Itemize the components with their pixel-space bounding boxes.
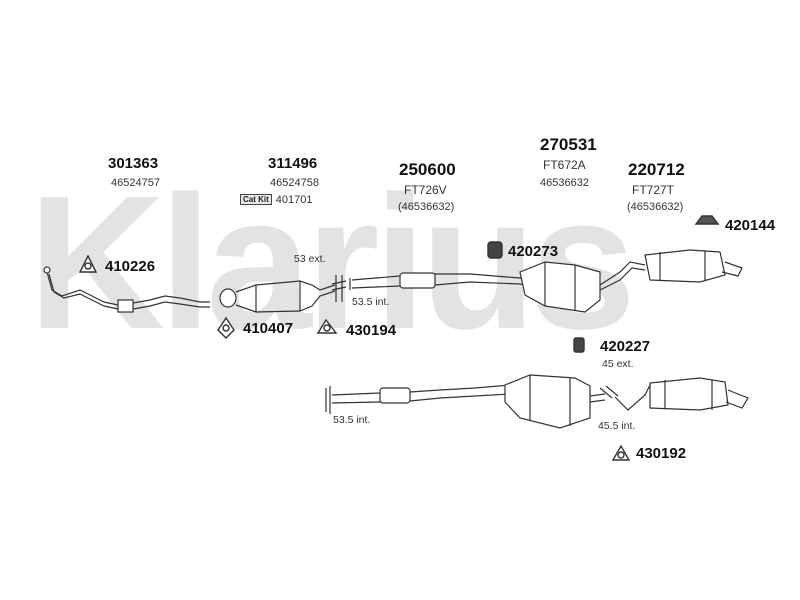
oem-ref: 46524757 — [111, 177, 160, 189]
fitting-code: 420144 — [725, 217, 776, 234]
fitting-code: 430194 — [346, 322, 397, 339]
oem-ref-2: (46536632) — [398, 201, 455, 213]
dimension-label: 53 ext. — [294, 253, 326, 265]
dimension-label: 53.5 int. — [352, 296, 390, 308]
dimension-label: 45 ext. — [602, 358, 634, 370]
part-code: 270531 — [540, 135, 597, 154]
part-code: 220712 — [628, 160, 685, 179]
part-code: 311496 — [268, 155, 318, 172]
clamp-icon — [611, 444, 631, 461]
rubber-mount-icon — [487, 241, 503, 259]
fitting-code: 410226 — [105, 258, 156, 275]
fitting-code: 410407 — [243, 320, 294, 337]
lower-assembly-drawing — [325, 374, 749, 429]
part-code: 250600 — [399, 160, 456, 179]
dimension-markers-top — [331, 275, 347, 302]
cat-kit-badge: Cat Kit — [240, 194, 272, 205]
oem-ref: FT727T — [632, 183, 675, 197]
rubber-mount-icon — [573, 337, 585, 353]
dimension-label: 45.5 int. — [598, 420, 636, 432]
fitting-code: 420273 — [508, 243, 559, 260]
rear-silencer-drawing — [644, 249, 743, 283]
center-pipe-drawing — [349, 272, 541, 290]
clamp-icon — [316, 318, 338, 334]
fitting-code: 420227 — [600, 338, 651, 355]
part-code: 301363 — [108, 155, 159, 172]
dimension-label: 53.5 int. — [333, 414, 371, 426]
middle-silencer-drawing — [519, 261, 646, 313]
oem-ref-2: (46536632) — [627, 201, 684, 213]
fitting-code: 430192 — [636, 445, 687, 462]
gasket-icon — [78, 254, 98, 273]
catalyst-drawing — [219, 280, 336, 313]
flange-gasket-icon — [217, 316, 235, 339]
oem-ref: FT672A — [543, 158, 586, 172]
oem-ref: FT726V — [404, 183, 447, 197]
watermark-logo: Klarius — [28, 157, 636, 369]
oem-ref-2: 46536632 — [540, 177, 589, 189]
hanger-icon — [694, 215, 720, 225]
front-pipe-drawing — [43, 266, 210, 313]
kit-ref: 401701 — [275, 194, 313, 206]
oem-ref: 46524758 — [270, 177, 319, 189]
